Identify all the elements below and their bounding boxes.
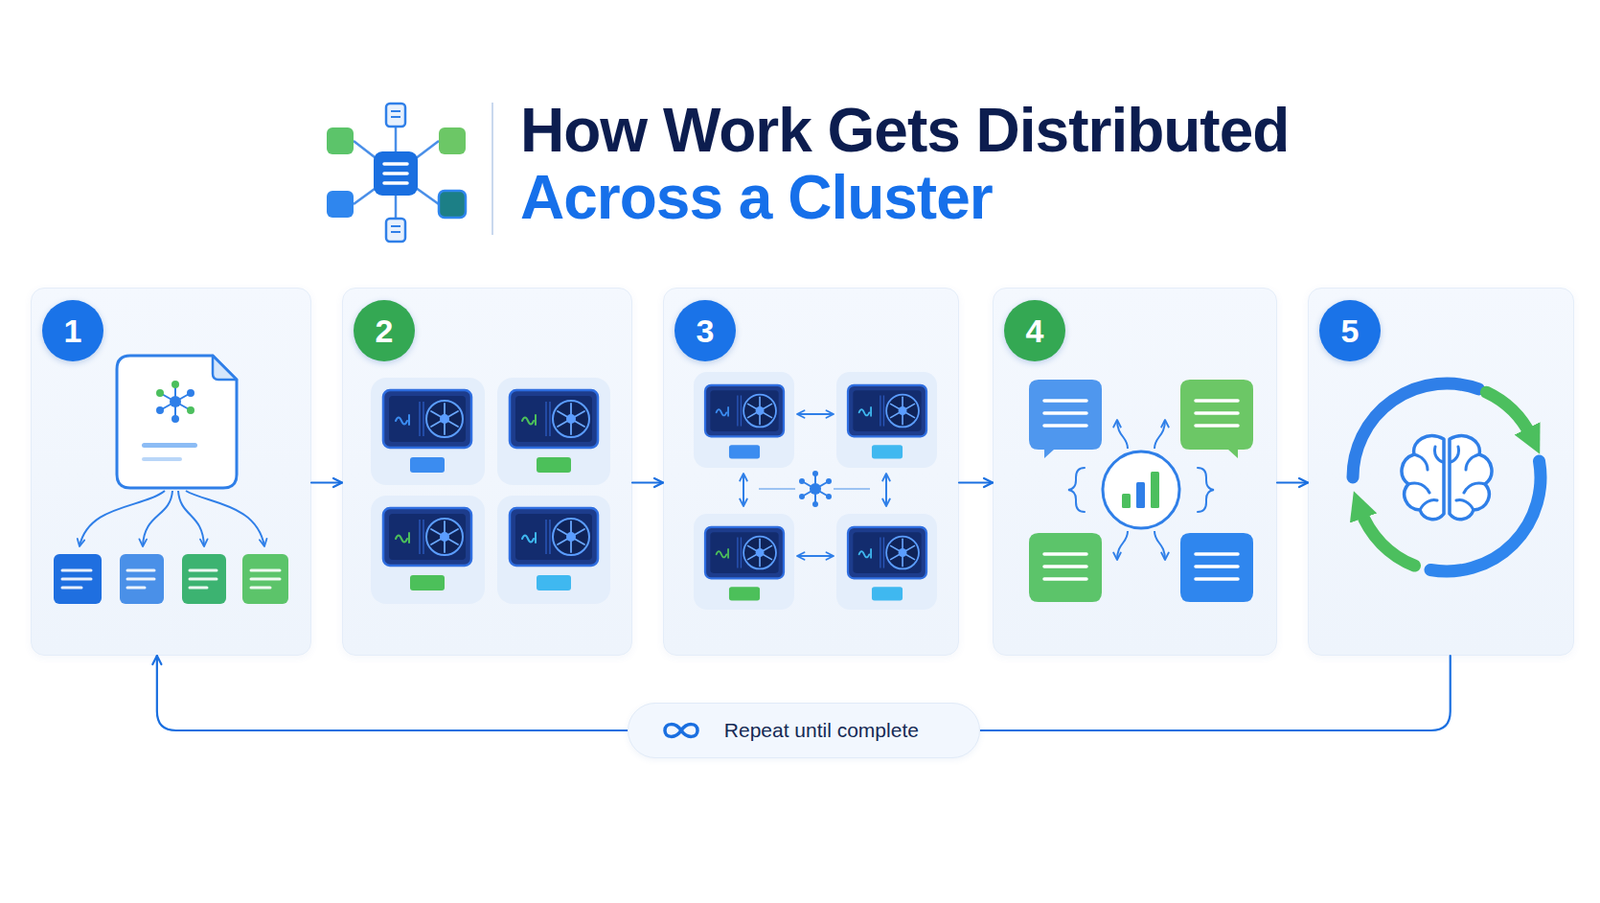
flow-arrow	[1277, 480, 1308, 483]
header-network-icon	[326, 102, 493, 242]
step-panel: 2	[342, 287, 633, 656]
flow-arrow	[311, 480, 343, 483]
callout-number: 2	[353, 299, 415, 362]
step-panel: 4	[992, 287, 1278, 656]
flow-arrow	[959, 480, 993, 483]
loop-label-pill: Repeat until complete	[627, 702, 981, 758]
flow-arrow	[632, 480, 663, 483]
step-panel: 3	[662, 287, 960, 656]
callout-number: 3	[674, 299, 736, 362]
step-panel: 5	[1307, 287, 1575, 656]
callout-number: 5	[1319, 299, 1381, 362]
callout-number: 4	[1004, 299, 1066, 362]
callout-number: 1	[42, 299, 104, 362]
step-panel: 1	[30, 287, 312, 656]
diagram-title: How Work Gets Distributed Across a Clust…	[520, 96, 1383, 231]
edge-label: Repeat until complete	[724, 718, 919, 742]
